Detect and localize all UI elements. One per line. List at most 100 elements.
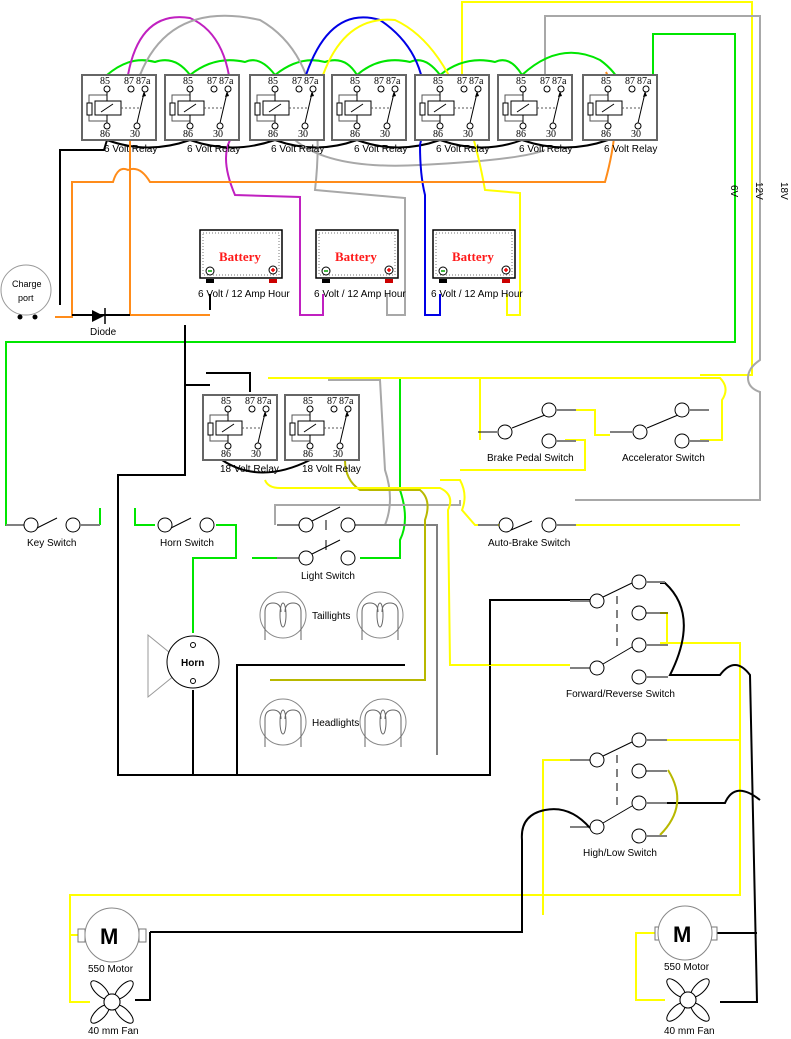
relay-pin-86: 86 bbox=[601, 129, 611, 140]
battery-title: Battery bbox=[219, 249, 261, 264]
tap-12v-label: 12V bbox=[753, 182, 764, 200]
relay-pin-30: 30 bbox=[631, 129, 641, 140]
relay-pin-87a: 87a bbox=[219, 76, 234, 87]
battery-title: Battery bbox=[452, 249, 494, 264]
wire-yellow-fr-motor bbox=[69, 642, 741, 1003]
auto-brake-switch[interactable]: Auto-Brake Switch bbox=[478, 517, 576, 549]
key-switch[interactable]: Key Switch bbox=[6, 517, 100, 549]
wire-olive-hl bbox=[659, 769, 679, 836]
horn-switch-label: Horn Switch bbox=[160, 538, 214, 549]
wire-yellow-autobrake bbox=[440, 479, 500, 526]
battery-rating: 6 Volt / 12 Amp Hour bbox=[431, 289, 523, 300]
wire-relay-ground bbox=[59, 139, 108, 305]
relay-pin-85: 85 bbox=[601, 76, 611, 87]
relay-bank-6v bbox=[81, 74, 658, 141]
horn-switch[interactable]: Horn Switch bbox=[157, 517, 215, 549]
relay-pin-87: 87 bbox=[292, 76, 302, 87]
relay-pin-30: 30 bbox=[463, 129, 473, 140]
relay-pin-85: 85 bbox=[303, 396, 313, 407]
forward-reverse-switch[interactable]: Forward/Reverse Switch bbox=[566, 574, 675, 700]
battery-title: Battery bbox=[335, 249, 377, 264]
wire-horn bbox=[192, 524, 237, 633]
relay-pin-87a: 87a bbox=[257, 396, 272, 407]
taillight-right[interactable] bbox=[356, 591, 404, 641]
diode: Diode bbox=[90, 308, 117, 338]
wire-yellow-battery3 bbox=[322, 18, 521, 316]
motor-symbol: M bbox=[673, 922, 691, 947]
wire-relay-87 bbox=[206, 372, 251, 392]
relay-pin-30: 30 bbox=[298, 129, 308, 140]
fan-label: 40 mm Fan bbox=[88, 1026, 139, 1037]
relay-pin-30: 30 bbox=[380, 129, 390, 140]
brake-pedal-switch-label: Brake Pedal Switch bbox=[487, 453, 574, 464]
battery-2[interactable]: Battery bbox=[315, 229, 399, 284]
relay-pin-87: 87 bbox=[374, 76, 384, 87]
relay-pin-86: 86 bbox=[303, 449, 313, 460]
relay-pin-86: 86 bbox=[516, 129, 526, 140]
relay-pin-87a: 87a bbox=[386, 76, 401, 87]
accelerator-switch[interactable]: Accelerator Switch bbox=[610, 402, 709, 464]
wire-black-fr bbox=[660, 582, 759, 1003]
motor-left[interactable]: M 550 Motor bbox=[77, 907, 147, 975]
wire-gray-battery2 bbox=[139, 14, 406, 316]
relay-18v-label: 18 Volt Relay bbox=[220, 464, 279, 475]
wire-motor1-fan1 bbox=[135, 932, 151, 1001]
charge-port-terminal-neg bbox=[17, 314, 23, 320]
relay-pin-86: 86 bbox=[221, 449, 231, 460]
wire-horn-switch-in bbox=[134, 508, 155, 526]
wire-yellow-fr bbox=[264, 479, 570, 666]
battery-1[interactable]: Battery bbox=[199, 229, 283, 284]
relay-pin-85: 85 bbox=[516, 76, 526, 87]
relay-pin-87: 87 bbox=[207, 76, 217, 87]
battery-rating: 6 Volt / 12 Amp Hour bbox=[198, 289, 290, 300]
relay-pin-85: 85 bbox=[433, 76, 443, 87]
relay-6v-labels: 6 Volt Relay 6 Volt Relay 6 Volt Relay 6… bbox=[104, 144, 657, 155]
tap-18v-label: 18V bbox=[778, 182, 789, 200]
high-low-switch-label: High/Low Switch bbox=[583, 848, 657, 859]
horn[interactable]: Horn bbox=[147, 633, 220, 699]
wire-gray-light bbox=[328, 379, 391, 526]
headlight-left[interactable] bbox=[259, 698, 307, 748]
tap-6v-label: 6V bbox=[728, 185, 739, 198]
relay-pin-30: 30 bbox=[130, 129, 140, 140]
fan-left[interactable] bbox=[87, 977, 137, 1027]
wire-taillights-feed bbox=[270, 459, 429, 681]
relay-pin-85: 85 bbox=[183, 76, 193, 87]
horn-label: Horn bbox=[181, 658, 204, 669]
motor-label: 550 Motor bbox=[664, 962, 710, 973]
headlight-right[interactable] bbox=[359, 698, 407, 748]
brake-pedal-switch[interactable]: Brake Pedal Switch bbox=[478, 402, 576, 464]
relay-pin-86: 86 bbox=[183, 129, 193, 140]
relay-pin-87a: 87a bbox=[304, 76, 319, 87]
relay-pin-87: 87 bbox=[625, 76, 635, 87]
charge-port[interactable]: Charge port bbox=[0, 264, 52, 320]
battery-3[interactable]: Battery bbox=[432, 229, 516, 284]
wire-18v-86-link bbox=[221, 459, 311, 474]
diode-symbol bbox=[92, 310, 104, 322]
wire-12v-drop bbox=[575, 16, 761, 501]
light-switch[interactable]: Light Switch bbox=[277, 506, 356, 582]
relay-6v-label: 6 Volt Relay bbox=[436, 144, 489, 155]
relay-pin-87a: 87a bbox=[469, 76, 484, 87]
relay-6v-label: 6 Volt Relay bbox=[271, 144, 324, 155]
relay-pin-87: 87 bbox=[245, 396, 255, 407]
fan-right[interactable] bbox=[663, 975, 713, 1025]
auto-brake-switch-label: Auto-Brake Switch bbox=[488, 538, 570, 549]
motor-right[interactable]: M 550 Motor bbox=[654, 905, 718, 973]
wire-yellow-accel bbox=[268, 377, 727, 441]
wire-blue bbox=[305, 16, 441, 316]
taillight-left[interactable] bbox=[259, 591, 307, 641]
relay-18v-label: 18 Volt Relay bbox=[302, 464, 361, 475]
relay-pin-86: 86 bbox=[350, 129, 360, 140]
wire-yellow-fr-2 bbox=[660, 612, 668, 643]
diode-label: Diode bbox=[90, 327, 117, 338]
wire-black-hl-right bbox=[640, 789, 761, 804]
accelerator-switch-label: Accelerator Switch bbox=[622, 453, 705, 464]
wire-ground-bus bbox=[117, 325, 590, 776]
relay-pin-30: 30 bbox=[251, 449, 261, 460]
relay-6v-label: 6 Volt Relay bbox=[104, 144, 157, 155]
high-low-switch[interactable]: High/Low Switch bbox=[570, 732, 667, 859]
battery-rating: 6 Volt / 12 Amp Hour bbox=[314, 289, 406, 300]
relay-pin-86: 86 bbox=[100, 129, 110, 140]
